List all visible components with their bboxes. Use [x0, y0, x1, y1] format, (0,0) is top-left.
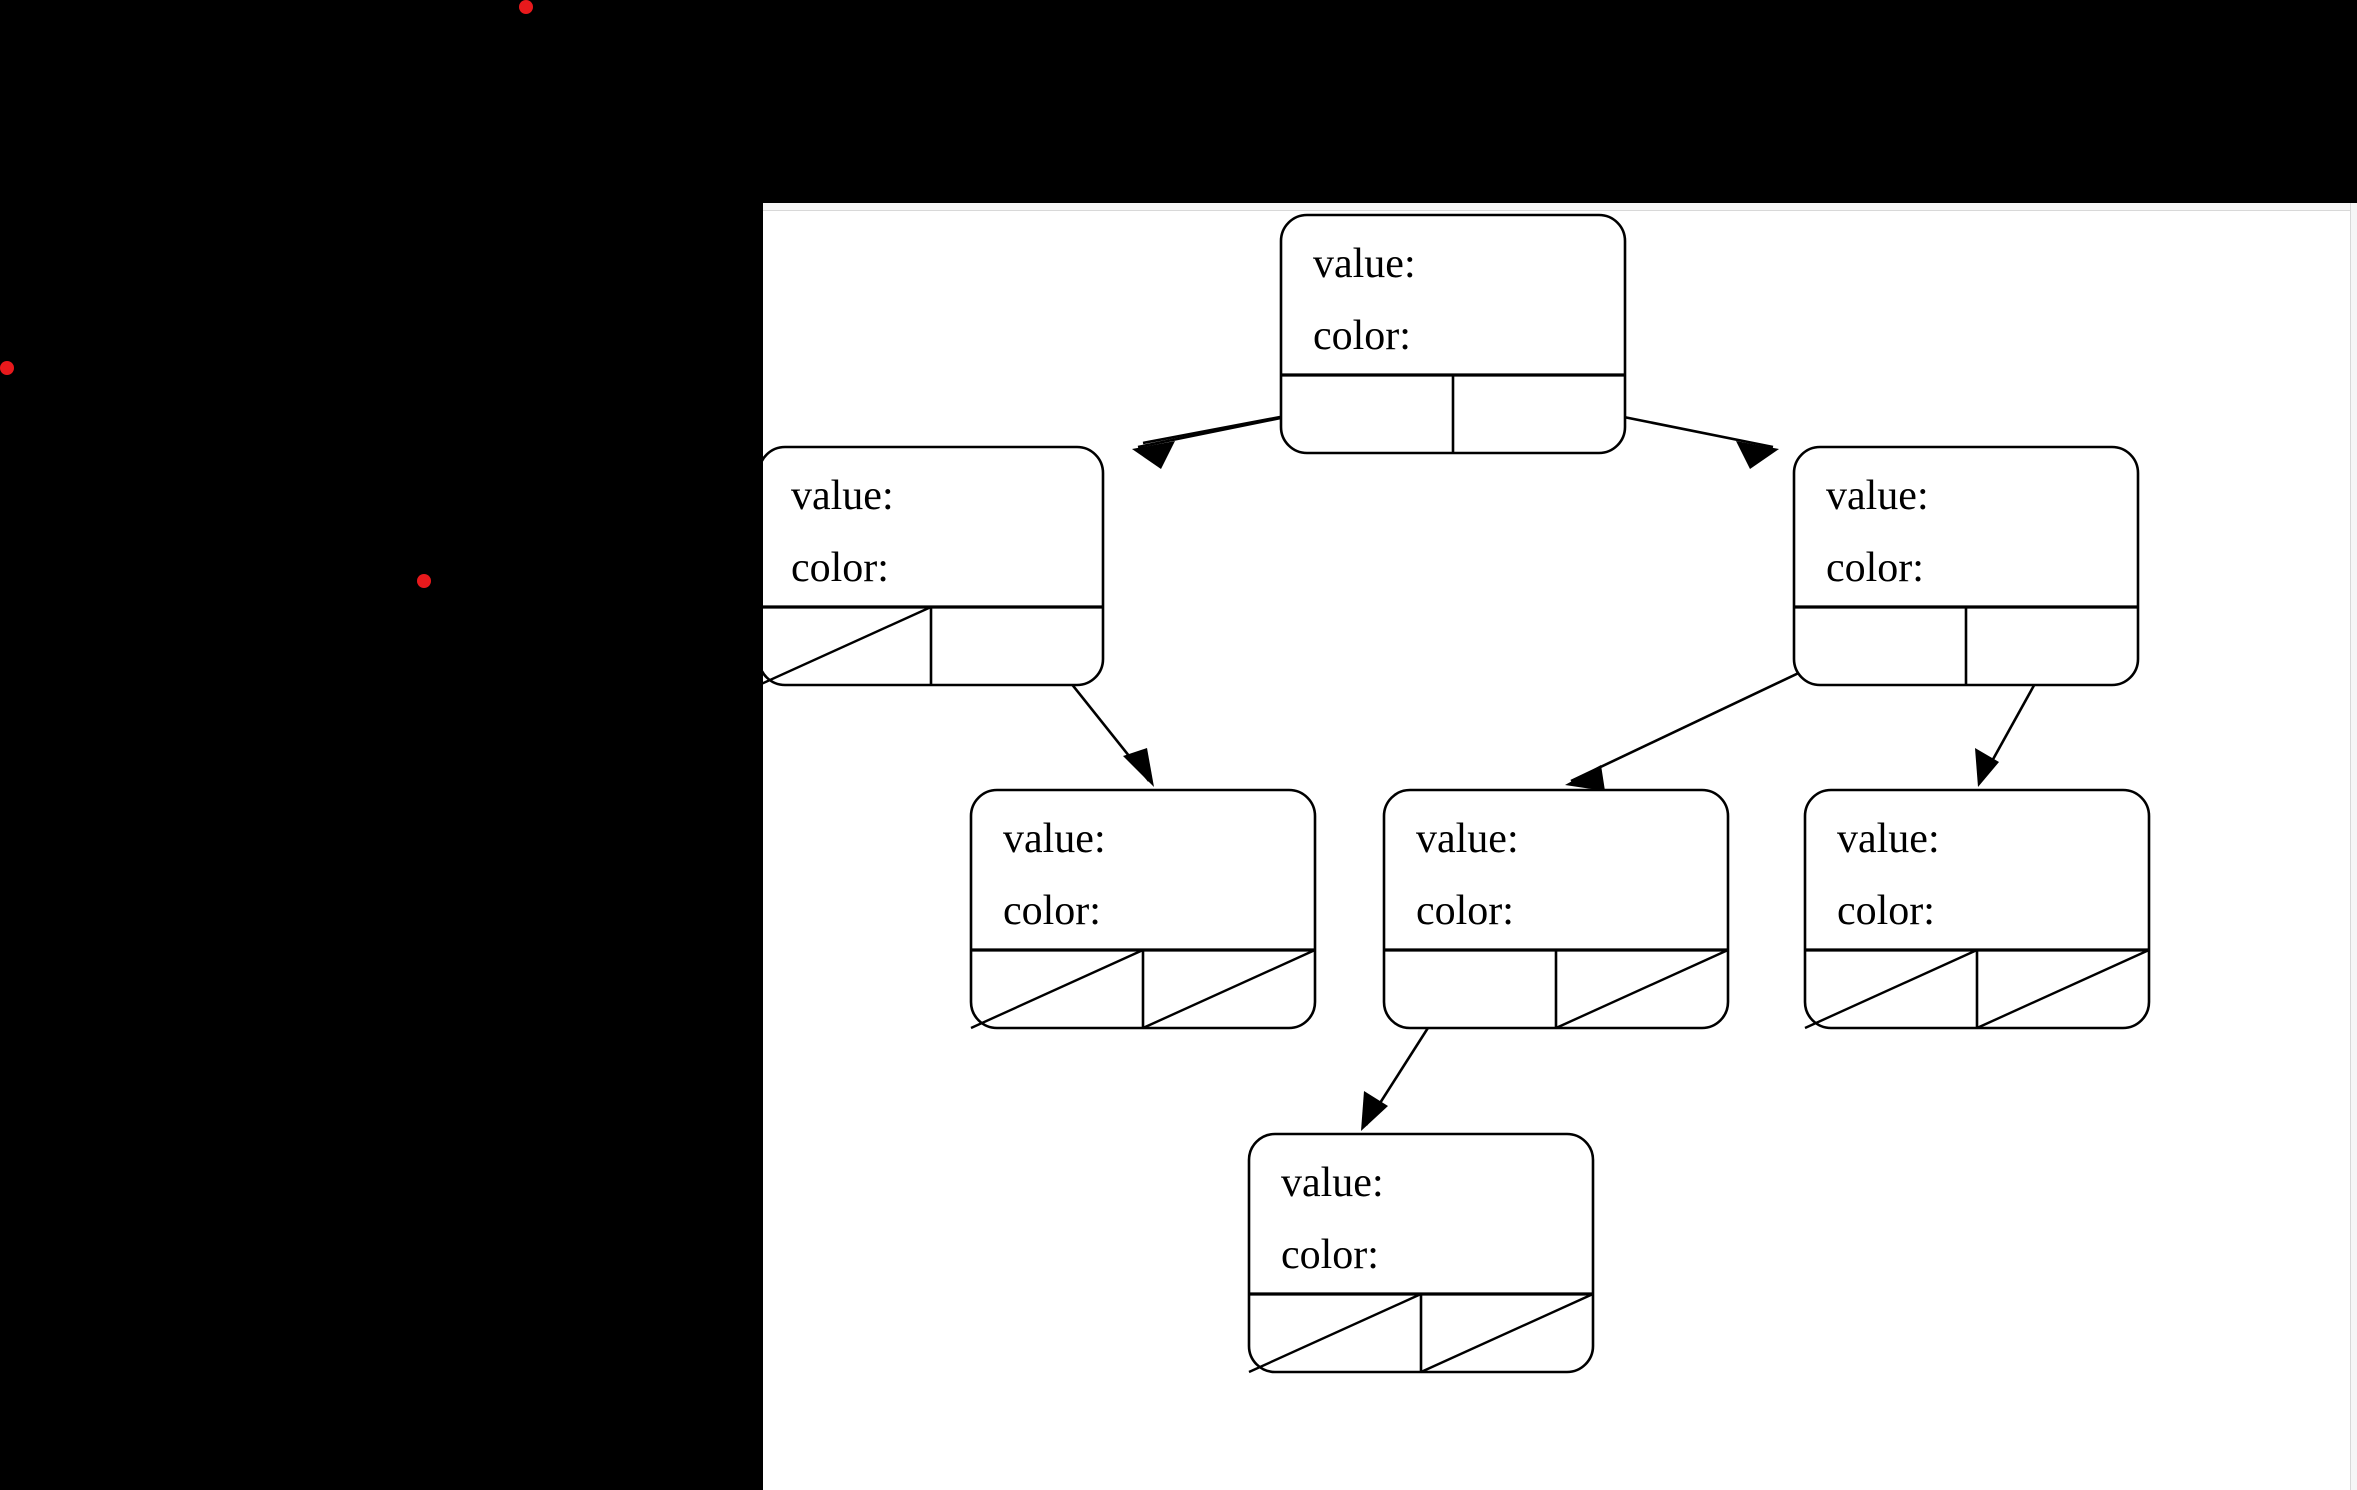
nil-slash-rightleft-right-cell — [1555, 948, 1729, 1030]
tree-graph: value: color: value: color: value: color… — [763, 213, 2151, 1374]
node-root[interactable]: value: color: — [1279, 213, 1627, 455]
marker-dot-top — [519, 0, 533, 14]
nil-slash-left-node-left-cell — [763, 605, 932, 685]
node-left-right-value: value: — [1003, 816, 1106, 862]
arrow-head-right-right — [1975, 748, 1999, 787]
node-root-color: color: — [1313, 313, 1411, 359]
node-left-color: color: — [791, 545, 889, 591]
panel-top-chrome — [763, 203, 2357, 211]
node-left-right-color: color: — [1003, 888, 1101, 934]
node-left[interactable]: value: color: — [763, 445, 1105, 687]
nil-slash-leftright-left-cell — [970, 948, 1144, 1030]
node-left-value: value: — [791, 473, 894, 519]
node-right-right[interactable]: value: color: — [1803, 788, 2151, 1030]
nil-slash-leftright-right-cell — [1142, 948, 1316, 1030]
arrow-head-right-left — [1565, 765, 1605, 791]
panel-right-chrome — [2350, 203, 2357, 1490]
arrow-head-deep — [1361, 1091, 1388, 1131]
node-right-color: color: — [1826, 545, 1924, 591]
node-right[interactable]: value: color: — [1792, 445, 2140, 687]
node-right-left-color: color: — [1416, 888, 1514, 934]
node-deep-value: value: — [1281, 1160, 1384, 1206]
node-right-left[interactable]: value: color: — [1382, 788, 1730, 1030]
node-right-value: value: — [1826, 473, 1929, 519]
marker-dot-mid — [417, 574, 431, 588]
node-right-right-value: value: — [1837, 816, 1940, 862]
marker-dot-left — [0, 361, 14, 375]
arrow-head-left-right — [1123, 748, 1154, 787]
nil-slash-rightright-right-cell — [1976, 948, 2150, 1030]
arrow-head-root-left — [1132, 441, 1175, 469]
nil-slash-deep-right-cell — [1420, 1292, 1594, 1374]
node-root-value: value: — [1313, 241, 1416, 287]
node-right-right-color: color: — [1837, 888, 1935, 934]
node-left-right[interactable]: value: color: — [969, 788, 1317, 1030]
node-deep[interactable]: value: color: — [1247, 1132, 1595, 1374]
nil-slash-deep-left-cell — [1248, 1292, 1422, 1374]
diagram-panel: value: color: value: color: value: color… — [763, 203, 2357, 1490]
node-right-left-value: value: — [1416, 816, 1519, 862]
arrow-head-root-right — [1736, 441, 1779, 469]
nil-slash-rightright-left-cell — [1804, 948, 1978, 1030]
node-deep-color: color: — [1281, 1232, 1379, 1278]
